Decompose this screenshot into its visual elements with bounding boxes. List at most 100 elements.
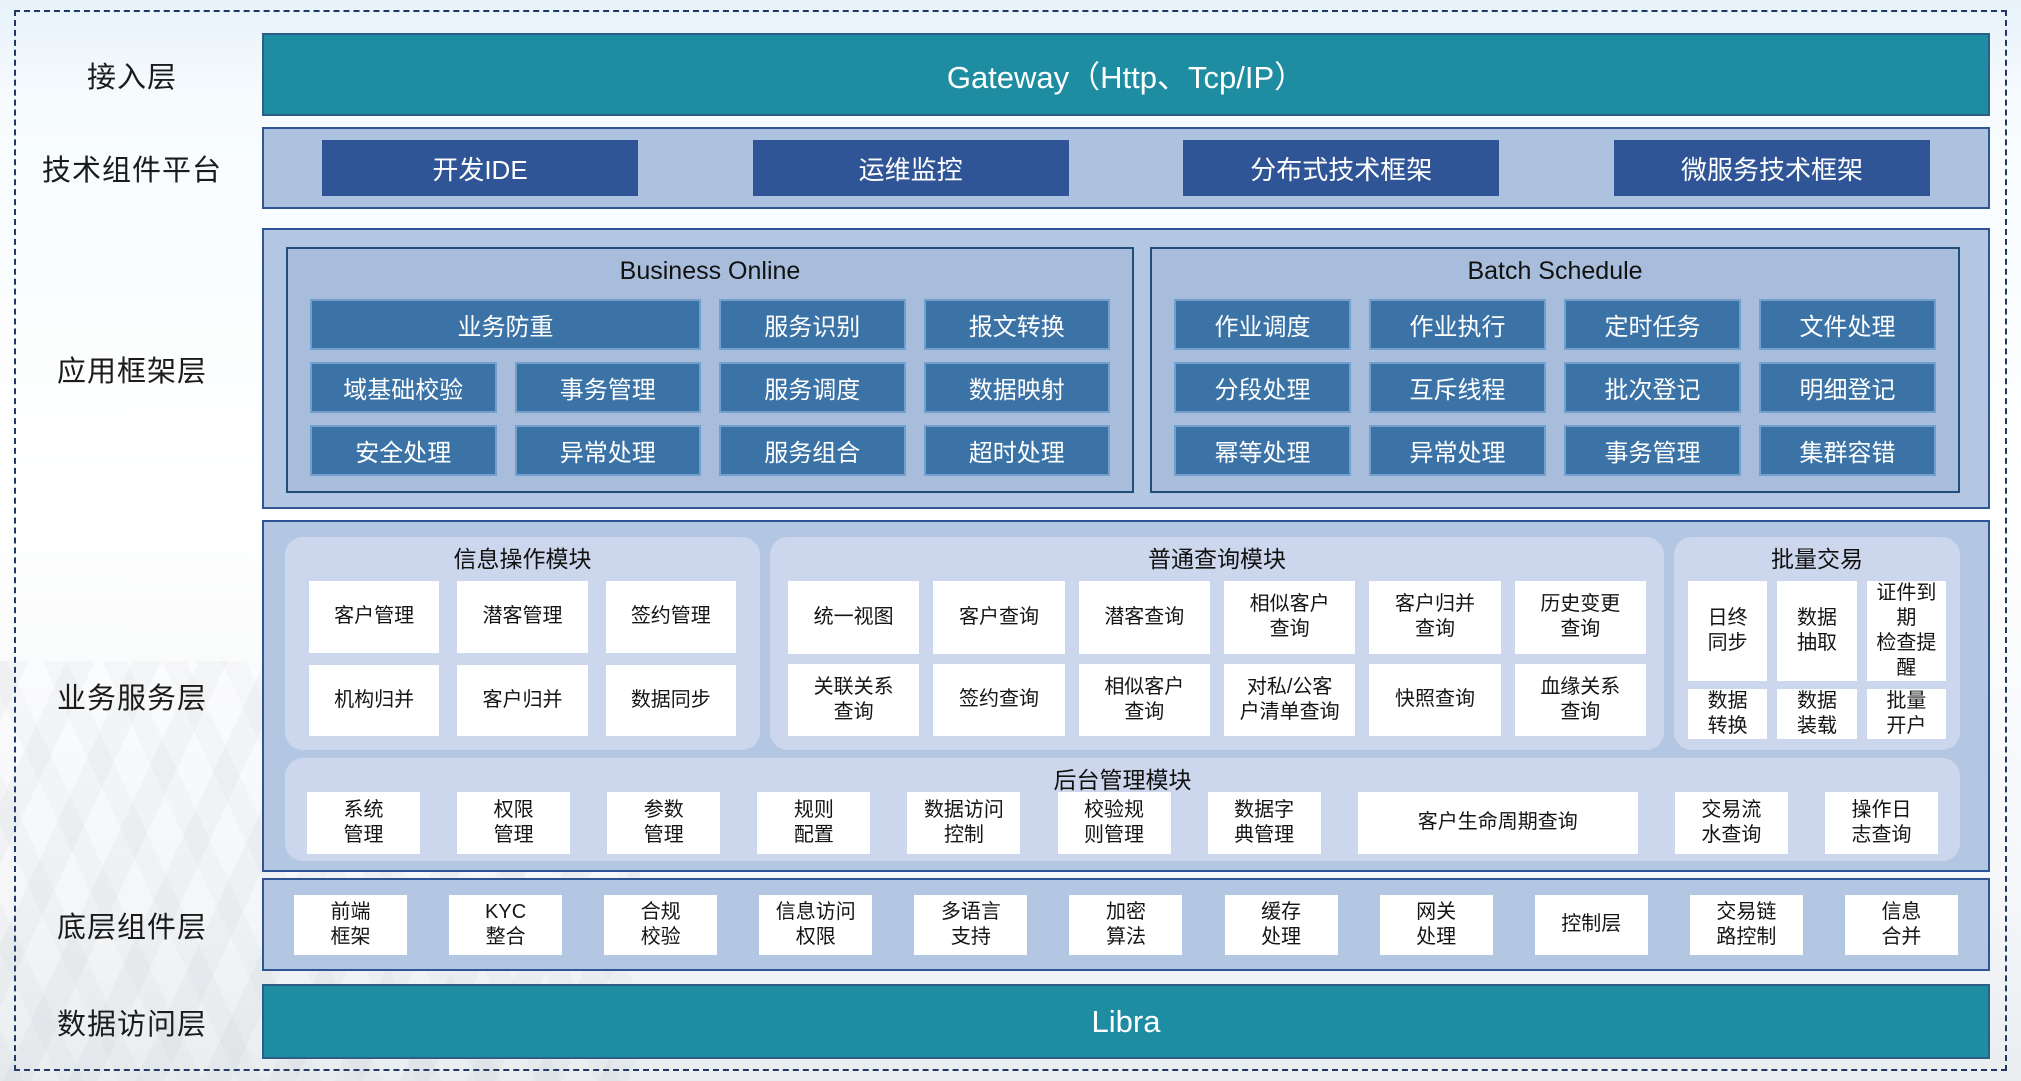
admin-box: 数据访问 控制 bbox=[907, 791, 1021, 854]
admin-box: 系统 管理 bbox=[307, 791, 420, 854]
admin-grid: 系统 管理权限 管理参数 管理规则 配置数据访问 控制校验规 则管理数据字 典管… bbox=[307, 791, 1938, 854]
business-online-title: Business Online bbox=[619, 256, 801, 285]
admin-box: 参数 管理 bbox=[607, 791, 721, 854]
admin-box: 权限 管理 bbox=[457, 791, 571, 854]
tech-component-box: 开发IDE bbox=[322, 140, 638, 196]
gateway-bar: Gateway（Http、Tcp/IP） bbox=[262, 33, 1990, 116]
gateway-text: Gateway（Http、Tcp/IP） bbox=[946, 60, 1306, 95]
service-box: 相似客户 查询 bbox=[1223, 581, 1356, 654]
layer-label-framework: 应用框架层 bbox=[56, 355, 207, 388]
base-components-row: 前端 框架 KYC 整合合规 校验信息访问 权限多语言 支持加密 算法缓存 处理网… bbox=[262, 878, 1990, 971]
admin-box: 客户生命周期查询 bbox=[1357, 791, 1638, 854]
framework-box: 超时处理 bbox=[923, 425, 1110, 476]
batch-schedule-panel: Batch Schedule 作业调度作业执行定时任务文件处理分段处理互斥线程批… bbox=[1150, 247, 1960, 493]
service-box: 潜客管理 bbox=[457, 581, 588, 653]
base-component-box: 信息 合并 bbox=[1844, 894, 1958, 955]
framework-box: 数据映射 bbox=[923, 362, 1110, 413]
service-box: 相似客户 查询 bbox=[1078, 663, 1210, 736]
base-component-box: KYC 整合 bbox=[449, 894, 563, 955]
framework-box: 事务管理 bbox=[514, 362, 701, 413]
info-ops-panel: 信息操作模块 客户管理潜客管理签约管理机构归并客户归并数据同步 bbox=[285, 537, 760, 750]
layer-label-tech: 技术组件平台 bbox=[41, 155, 222, 187]
framework-box: 业务防重 bbox=[310, 299, 701, 350]
batch-schedule-title: Batch Schedule bbox=[1467, 256, 1643, 285]
service-box: 对私/公客 户清单查询 bbox=[1223, 663, 1356, 736]
service-box: 客户归并 bbox=[457, 664, 588, 736]
batch-schedule-grid: 作业调度作业执行定时任务文件处理分段处理互斥线程批次登记明细登记幂等处理异常处理… bbox=[1174, 299, 1936, 476]
service-box: 数据同步 bbox=[605, 664, 736, 736]
admin-box: 交易流 水查询 bbox=[1674, 791, 1788, 854]
tech-component-box: 运维监控 bbox=[752, 140, 1069, 196]
framework-box: 分段处理 bbox=[1174, 362, 1351, 413]
admin-box: 数据字 典管理 bbox=[1207, 791, 1321, 854]
info-ops-title: 信息操作模块 bbox=[453, 546, 592, 572]
layer-label-access: 接入层 bbox=[86, 61, 177, 94]
service-box: 数据 抽取 bbox=[1777, 581, 1857, 681]
info-ops-grid: 客户管理潜客管理签约管理机构归并客户归并数据同步 bbox=[309, 581, 736, 736]
service-box: 批量 开户 bbox=[1866, 689, 1946, 739]
service-box: 签约查询 bbox=[933, 663, 1065, 736]
framework-box: 异常处理 bbox=[514, 425, 701, 476]
service-box: 证件到期 检查提醒 bbox=[1866, 581, 1946, 681]
admin-title: 后台管理模块 bbox=[1053, 767, 1192, 793]
framework-box: 域基础校验 bbox=[310, 362, 497, 413]
admin-box: 规则 配置 bbox=[757, 791, 871, 854]
data-access-text: Libra bbox=[1091, 1003, 1161, 1039]
batch-trade-panel: 批量交易 日终 同步数据 抽取证件到期 检查提醒数据 转换数据 装载批量 开户 bbox=[1674, 537, 1960, 750]
framework-box: 集群容错 bbox=[1759, 425, 1936, 476]
tech-component-box: 微服务技术框架 bbox=[1613, 140, 1930, 196]
framework-box: 文件处理 bbox=[1759, 299, 1936, 350]
admin-box: 校验规 则管理 bbox=[1057, 791, 1171, 854]
framework-box: 批次登记 bbox=[1564, 362, 1741, 413]
batch-trade-grid: 日终 同步数据 抽取证件到期 检查提醒数据 转换数据 装载批量 开户 bbox=[1688, 581, 1946, 739]
base-component-box: 交易链 路控制 bbox=[1689, 894, 1803, 955]
framework-box: 服务组合 bbox=[719, 425, 906, 476]
service-box: 数据 转换 bbox=[1688, 689, 1768, 739]
base-component-box: 前端 框架 bbox=[294, 894, 407, 955]
layer-label-services: 业务服务层 bbox=[56, 683, 207, 715]
layer-label-data: 数据访问层 bbox=[56, 1008, 207, 1041]
service-box: 快照查询 bbox=[1369, 663, 1501, 736]
framework-box: 幂等处理 bbox=[1174, 425, 1351, 476]
framework-box: 事务管理 bbox=[1564, 425, 1741, 476]
framework-box: 服务识别 bbox=[719, 299, 906, 350]
service-box: 数据 装载 bbox=[1777, 689, 1857, 739]
business-services-row: 信息操作模块 客户管理潜客管理签约管理机构归并客户归并数据同步 普通查询模块 统… bbox=[262, 520, 1990, 872]
tech-platform-row: 开发IDE 运维监控 分布式技术框架 微服务技术框架 bbox=[262, 127, 1990, 209]
service-box: 客户查询 bbox=[933, 581, 1065, 654]
business-online-grid: 业务防重服务识别报文转换域基础校验事务管理服务调度数据映射安全处理异常处理服务组… bbox=[310, 299, 1110, 476]
service-box: 统一视图 bbox=[788, 581, 920, 654]
admin-panel: 后台管理模块 系统 管理权限 管理参数 管理规则 配置数据访问 控制校验规 则管… bbox=[285, 758, 1960, 861]
base-component-box: 控制层 bbox=[1534, 894, 1648, 955]
business-online-panel: Business Online 业务防重服务识别报文转换域基础校验事务管理服务调… bbox=[286, 247, 1134, 493]
base-component-box: 缓存 处理 bbox=[1224, 894, 1338, 955]
tech-component-box: 分布式技术框架 bbox=[1183, 140, 1500, 196]
framework-box: 作业调度 bbox=[1174, 299, 1351, 350]
service-box: 机构归并 bbox=[309, 664, 440, 736]
base-component-box: 网关 处理 bbox=[1379, 894, 1493, 955]
base-component-box: 多语言 支持 bbox=[914, 894, 1028, 955]
service-box: 日终 同步 bbox=[1688, 581, 1768, 681]
admin-box: 操作日 志查询 bbox=[1824, 791, 1938, 854]
framework-box: 定时任务 bbox=[1564, 299, 1741, 350]
service-box: 历史变更 查询 bbox=[1514, 581, 1646, 654]
framework-box: 异常处理 bbox=[1369, 425, 1546, 476]
layer-label-base: 底层组件层 bbox=[56, 911, 207, 944]
batch-trade-title: 批量交易 bbox=[1771, 546, 1863, 572]
base-component-box: 合规 校验 bbox=[604, 894, 718, 955]
framework-box: 服务调度 bbox=[719, 362, 906, 413]
service-box: 关联关系 查询 bbox=[788, 663, 920, 736]
base-component-box: 信息访问 权限 bbox=[759, 894, 873, 955]
base-component-box: 加密 算法 bbox=[1069, 894, 1183, 955]
service-box: 潜客查询 bbox=[1078, 581, 1210, 654]
framework-box: 互斥线程 bbox=[1369, 362, 1546, 413]
data-access-bar: Libra bbox=[262, 984, 1990, 1059]
framework-box: 安全处理 bbox=[310, 425, 497, 476]
query-grid: 统一视图客户查询潜客查询相似客户 查询客户归并 查询历史变更 查询关联关系 查询… bbox=[788, 581, 1646, 736]
service-box: 签约管理 bbox=[605, 581, 736, 653]
query-panel: 普通查询模块 统一视图客户查询潜客查询相似客户 查询客户归并 查询历史变更 查询… bbox=[770, 537, 1664, 750]
service-box: 客户归并 查询 bbox=[1369, 581, 1501, 654]
framework-box: 明细登记 bbox=[1759, 362, 1936, 413]
app-framework-row: Business Online 业务防重服务识别报文转换域基础校验事务管理服务调… bbox=[262, 228, 1990, 509]
